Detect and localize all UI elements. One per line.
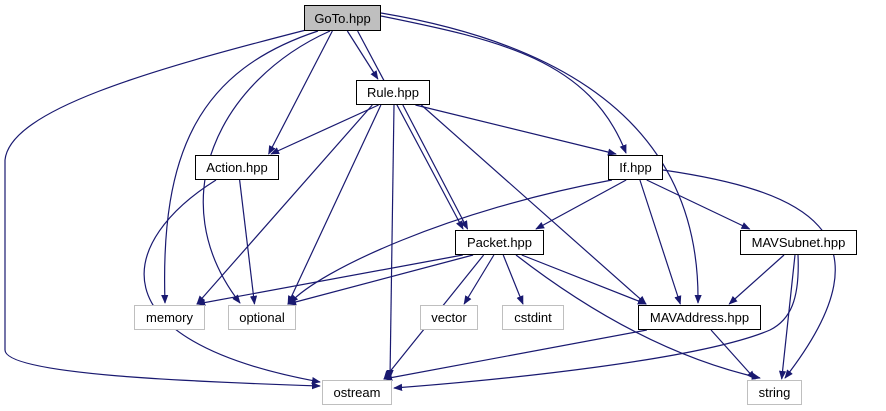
- edge-if-to-optional: [289, 179, 613, 304]
- edge-packet-to-string: [515, 254, 761, 380]
- node-optional: optional: [228, 305, 296, 330]
- node-vector: vector: [420, 305, 478, 330]
- edge-rule-to-ostream: [386, 104, 395, 379]
- edge-action-to-ostream: [143, 179, 321, 385]
- edge-goto-to-memory: [161, 30, 319, 304]
- edge-packet-to-mavaddress: [521, 254, 647, 305]
- edge-goto-to-packet: [357, 30, 464, 230]
- edge-mavaddress-to-ostream: [383, 329, 647, 382]
- edge-goto-to-rule: [346, 30, 379, 80]
- node-rule-hpp[interactable]: Rule.hpp: [356, 80, 430, 105]
- node-string: string: [747, 380, 802, 405]
- node-if-hpp[interactable]: If.hpp: [608, 155, 663, 180]
- node-mavaddress-hpp[interactable]: MAVAddress.hpp: [638, 305, 761, 330]
- edge-packet-to-optional: [287, 254, 474, 306]
- edge-mavsubnet-to-mavaddress: [728, 254, 785, 305]
- node-mavsubnet-hpp[interactable]: MAVSubnet.hpp: [740, 230, 857, 255]
- edge-rule-to-if: [415, 104, 617, 156]
- edge-rule-to-memory: [196, 104, 373, 305]
- edge-mavsubnet-to-ostream: [393, 254, 799, 391]
- node-ostream: ostream: [322, 380, 392, 405]
- edge-packet-to-vector: [463, 254, 495, 305]
- edge-mavsubnet-to-string: [778, 254, 796, 380]
- edge-mavaddress-to-string: [710, 329, 756, 380]
- edge-rule-to-action: [270, 104, 379, 155]
- edge-if-to-packet: [535, 179, 627, 230]
- node-packet-hpp[interactable]: Packet.hpp: [455, 230, 544, 255]
- edge-goto-to-if: [380, 15, 627, 154]
- edge-rule-to-packet: [402, 104, 469, 230]
- edge-packet-to-cstdint: [502, 254, 524, 305]
- edge-rule-to-mavaddress: [420, 104, 647, 305]
- edge-action-to-optional: [239, 179, 258, 305]
- node-memory: memory: [134, 305, 205, 330]
- node-action-hpp[interactable]: Action.hpp: [195, 155, 279, 180]
- edge-if-to-mavaddress: [639, 179, 682, 305]
- edge-goto-to-optional: [202, 30, 331, 304]
- edge-if-to-mavsubnet: [646, 179, 751, 230]
- edge-goto-to-action: [268, 30, 333, 155]
- edge-goto-to-ostream: [4, 29, 321, 390]
- edge-rule-to-optional: [287, 104, 382, 305]
- node-cstdint: cstdint: [502, 305, 564, 330]
- edge-packet-to-memory: [196, 254, 463, 307]
- node-goto-hpp[interactable]: GoTo.hpp: [304, 5, 381, 31]
- edge-if-to-string: [662, 169, 836, 379]
- edge-goto-to-mavaddress: [380, 12, 702, 304]
